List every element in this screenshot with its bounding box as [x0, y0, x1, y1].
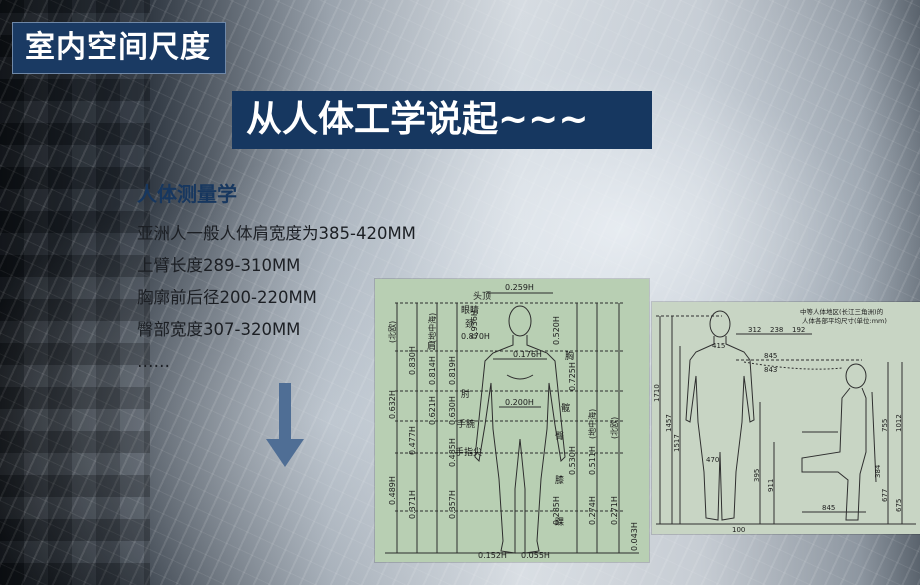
fig1-waist-width: 0.200H — [505, 398, 534, 407]
fig2-dim-4: 845 — [764, 352, 777, 360]
fig1-val-v18: 0.371H — [408, 490, 417, 519]
fig2-dim-6: 1710 — [653, 384, 661, 402]
fig2-dim-12: 1012 — [895, 414, 903, 432]
down-arrow-icon — [266, 383, 304, 467]
fig2-dim-18: 100 — [732, 526, 745, 534]
anthropometry-figure-seated: 中等人体地区(长江三角洲)的 人体各部平均尺寸(单位:mm) 312 238 1… — [652, 302, 920, 534]
fig1-val-v19: 0.357H — [448, 490, 457, 519]
background-pixel-pattern — [0, 0, 150, 585]
fig1-val-v15: 0.511H — [588, 446, 597, 475]
fig2-dim-16: 845 — [822, 504, 835, 512]
fig1-bottom-left: 0.152H — [478, 551, 507, 560]
fig1-val-v16: 0.530H — [568, 446, 577, 475]
fig1-label-tip: 手指尖 — [455, 446, 482, 458]
fig1-label-ankle: 踝 — [555, 517, 564, 528]
fig1-chest-width: 0.176H — [513, 350, 542, 359]
fig1-val-v1: 0.936H — [470, 310, 479, 339]
fig1-bottom-right: 0.055H — [521, 551, 550, 560]
slide-title: 室内空间尺度 — [12, 22, 226, 74]
fig1-label-center-left: (地中海) — [427, 313, 437, 343]
fig1-label-north-right: (北欧) — [609, 417, 619, 439]
fig2-dim-14: 675 — [895, 499, 903, 512]
body-line-chest: 胸廓前后径200-220MM — [137, 288, 317, 307]
body-line-upper-arm: 上臂长度289-310MM — [137, 256, 301, 275]
fig1-label-elbow: 肘 — [461, 389, 470, 400]
fig2-dim-15: 384 — [874, 464, 882, 478]
fig1-label-chest: 胸 — [565, 350, 574, 362]
body-line-hip: 臀部宽度307-320MM — [137, 320, 301, 339]
fig2-dim-9: 395 — [753, 469, 761, 482]
fig1-label-hip: 臀 — [555, 431, 564, 442]
fig1-label-north: (北欧) — [387, 321, 397, 343]
fig2-caption-2: 人体各部平均尺寸(单位:mm) — [802, 316, 887, 325]
slide-subtitle: 从人体工学说起~~~ — [232, 91, 652, 149]
fig1-label-wrist: 手腕 — [457, 418, 475, 430]
fig1-label-knee: 膝 — [555, 474, 564, 486]
fig1-val-v22: 0.271H — [610, 496, 619, 525]
fig2-dim-10: 911 — [767, 479, 775, 492]
fig1-val-v14: 0.725H — [568, 362, 577, 391]
fig2-dim-5: 843 — [764, 366, 777, 374]
fig2-caption-1: 中等人体地区(长江三角洲)的 — [800, 307, 884, 316]
body-line-shoulder: 亚洲人一般人体肩宽度为385-420MM — [137, 224, 416, 243]
fig1-label-eye: 眼睛 — [461, 305, 479, 316]
fig2-dim-1: 238 — [770, 326, 783, 334]
fig1-val-v6: 0.814H — [428, 356, 437, 385]
fig1-val-v17: 0.489H — [388, 476, 397, 505]
body-text-list: 亚洲人一般人体肩宽度为385-420MM 上臂长度289-310MM 胸廓前后径… — [137, 221, 416, 381]
fig1-val-v20: 0.285H — [552, 496, 561, 525]
fig1-label-waist: 髋 — [561, 402, 570, 414]
anthropometry-figure-front: 0.259H 0.176H 0.200H 0.152H 0.055H 眼睛 颈 … — [375, 279, 649, 562]
fig2-dim-2: 192 — [792, 326, 805, 334]
fig1-top-width: 0.259H — [505, 283, 534, 292]
fig1-val-v8: 0.632H — [388, 390, 397, 419]
fig1-val-v10: 0.630H — [448, 396, 457, 425]
fig2-dim-0: 312 — [748, 326, 761, 334]
fig1-val-v3: 0.520H — [552, 316, 561, 345]
fig2-dim-17: 470 — [706, 456, 719, 464]
body-line-ellipsis: …… — [137, 352, 170, 371]
fig1-val-v9: 0.621H — [428, 396, 437, 425]
fig1-val-v2: 0.870H — [461, 332, 490, 341]
fig1-label-shoulder: 肩 — [427, 340, 436, 352]
fig2-dim-11: 755 — [881, 419, 889, 432]
fig1-label-neck: 颈 — [465, 319, 474, 330]
fig2-dim-7: 1457 — [665, 414, 673, 432]
fig2-dim-3: 415 — [712, 342, 725, 350]
fig1-label-headtop: 头顶 — [473, 291, 491, 302]
section-heading: 人体测量学 — [137, 182, 237, 206]
fig1-val-v21: 0.274H — [588, 496, 597, 525]
fig1-val-v12: 0.477H — [408, 426, 417, 455]
fig1-label-center: (地中海) — [587, 409, 597, 439]
fig2-dim-8: 1517 — [673, 434, 681, 452]
fig2-dim-13: 677 — [881, 489, 889, 502]
fig1-val-v13: 0.485H — [448, 438, 457, 467]
fig1-val-v7: 0.819H — [448, 356, 457, 385]
fig1-val-v23: 0.043H — [630, 522, 639, 551]
fig1-val-v5: 0.830H — [408, 346, 417, 375]
